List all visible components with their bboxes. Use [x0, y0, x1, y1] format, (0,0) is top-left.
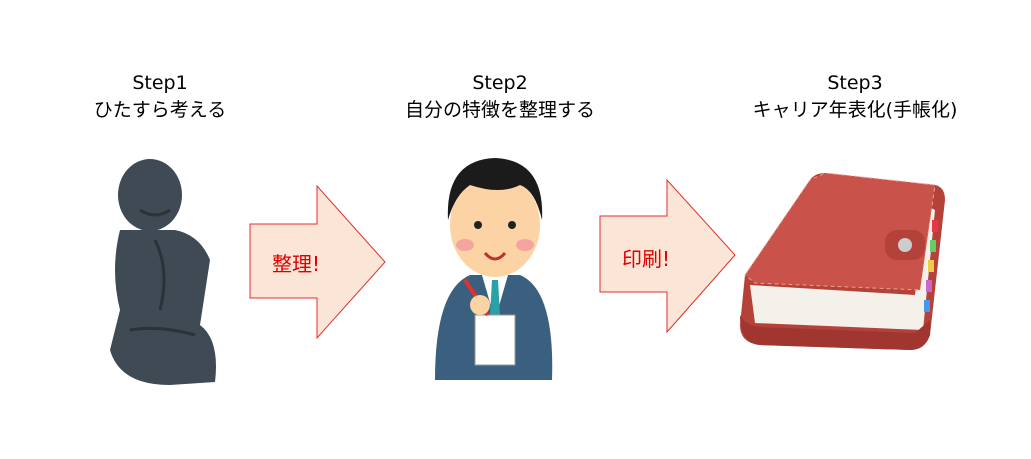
arrow-1-label: 整理!: [272, 252, 321, 276]
step3-subtitle: キャリア年表化(手帳化): [752, 99, 958, 121]
step3-title: Step3: [827, 72, 883, 94]
arrow-2: [599, 179, 736, 334]
planner-notebook-illustration: [740, 172, 945, 350]
step2-title: Step2: [472, 72, 528, 94]
step2-subtitle: 自分の特徴を整理する: [404, 99, 595, 121]
businessman-illustration: [435, 158, 553, 380]
thinker-statue-illustration: [110, 159, 216, 385]
step1-subtitle: ひたすら考える: [93, 99, 227, 121]
step1-heading: Step1 ひたすら考える: [60, 70, 260, 124]
arrow-1: [249, 185, 386, 340]
arrow-2-label: 印刷!: [622, 247, 671, 271]
step3-heading: Step3 キャリア年表化(手帳化): [720, 70, 990, 124]
step2-heading: Step2 自分の特徴を整理する: [370, 70, 630, 124]
step1-title: Step1: [132, 72, 188, 94]
